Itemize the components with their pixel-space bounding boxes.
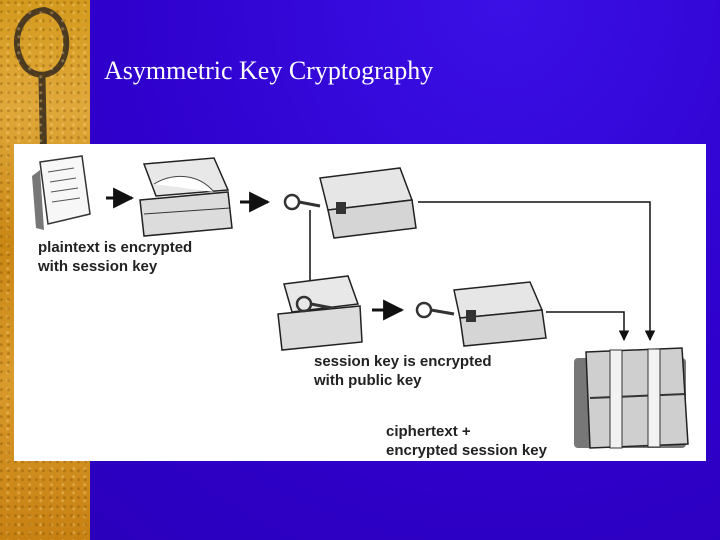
key-icon — [283, 193, 321, 211]
plaintext-caption-line2: with session key — [38, 258, 158, 275]
open-chest-icon — [139, 157, 233, 237]
ciphertext-caption: ciphertext + encrypted session key — [386, 422, 547, 460]
bundled-chests-icon — [574, 347, 689, 449]
connector-line — [418, 201, 656, 342]
session-key-caption: session key is encrypted with public key — [314, 352, 492, 390]
key-icon — [415, 301, 455, 319]
slide-title: Asymmetric Key Cryptography — [104, 56, 434, 85]
document-icon — [32, 155, 91, 230]
session-key-caption-line2: with public key — [314, 372, 422, 389]
locked-chest-icon — [319, 167, 417, 239]
plaintext-caption: plaintext is encrypted with session key — [38, 238, 192, 276]
connector-line — [546, 311, 630, 342]
ciphertext-caption-line1: ciphertext + — [386, 423, 471, 440]
ciphertext-caption-line2: encrypted session key — [386, 442, 547, 459]
locked-chest-icon — [453, 281, 547, 347]
diagram-drawing — [32, 155, 689, 449]
session-key-caption-line1: session key is encrypted — [314, 353, 492, 370]
plaintext-caption-line1: plaintext is encrypted — [38, 239, 193, 256]
open-chest-icon — [277, 275, 363, 351]
diagram-panel: plaintext is encrypted with session key … — [14, 144, 706, 461]
